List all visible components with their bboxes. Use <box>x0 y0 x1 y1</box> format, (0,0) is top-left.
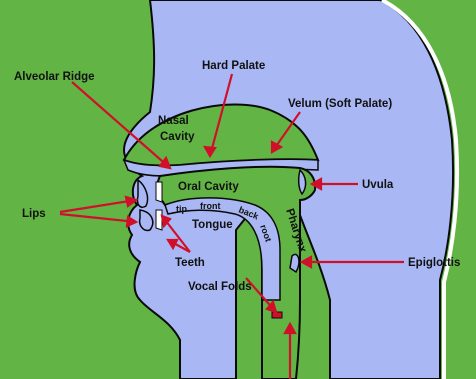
label-nasal-cavity-line1: Nasal <box>158 115 189 127</box>
label-teeth: Teeth <box>175 257 205 269</box>
label-velum: Velum (Soft Palate) <box>288 98 392 110</box>
lower-teeth <box>156 210 162 230</box>
label-epiglottis: Epiglottis <box>408 257 460 269</box>
label-hard-palate: Hard Palate <box>202 60 265 72</box>
label-lips: Lips <box>22 208 46 220</box>
label-nasal-cavity-line2: Cavity <box>160 131 195 143</box>
label-uvula: Uvula <box>362 179 394 191</box>
upper-teeth <box>156 182 162 202</box>
label-tip: tip <box>176 204 187 214</box>
label-tongue: Tongue <box>192 219 233 231</box>
label-oral-cavity: Oral Cavity <box>178 181 239 193</box>
label-vocal-folds: Vocal Folds <box>188 281 252 293</box>
label-alveolar-ridge: Alveolar Ridge <box>14 71 95 83</box>
label-front: front <box>200 201 221 211</box>
epiglottis-shape <box>290 254 299 272</box>
